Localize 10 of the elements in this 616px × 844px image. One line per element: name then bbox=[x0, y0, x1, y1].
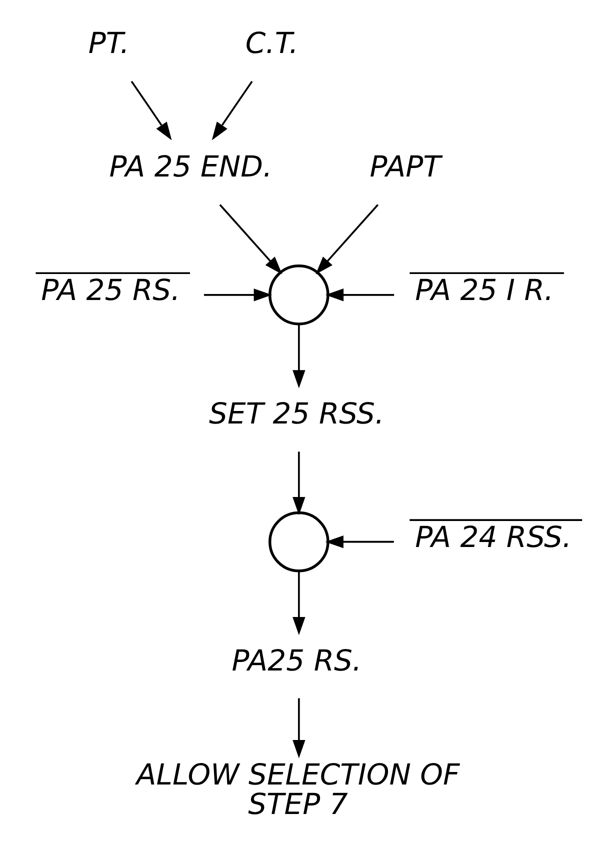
node-text: C.T. bbox=[245, 26, 298, 60]
node-text: PA 25 RS. bbox=[41, 273, 180, 308]
node-text: PA 25 I R. bbox=[415, 273, 554, 308]
node-text: PA25 RS. bbox=[232, 643, 362, 678]
node-text: SET 25 RSS. bbox=[209, 396, 384, 430]
node-text: PT. bbox=[88, 26, 130, 60]
node-text: ALLOW SELECTION OF STEP 7 bbox=[136, 758, 460, 821]
node-text: PAPT bbox=[370, 150, 441, 184]
node-text: PA 25 END. bbox=[109, 150, 272, 184]
node-text: PA 24 RSS. bbox=[415, 520, 572, 554]
